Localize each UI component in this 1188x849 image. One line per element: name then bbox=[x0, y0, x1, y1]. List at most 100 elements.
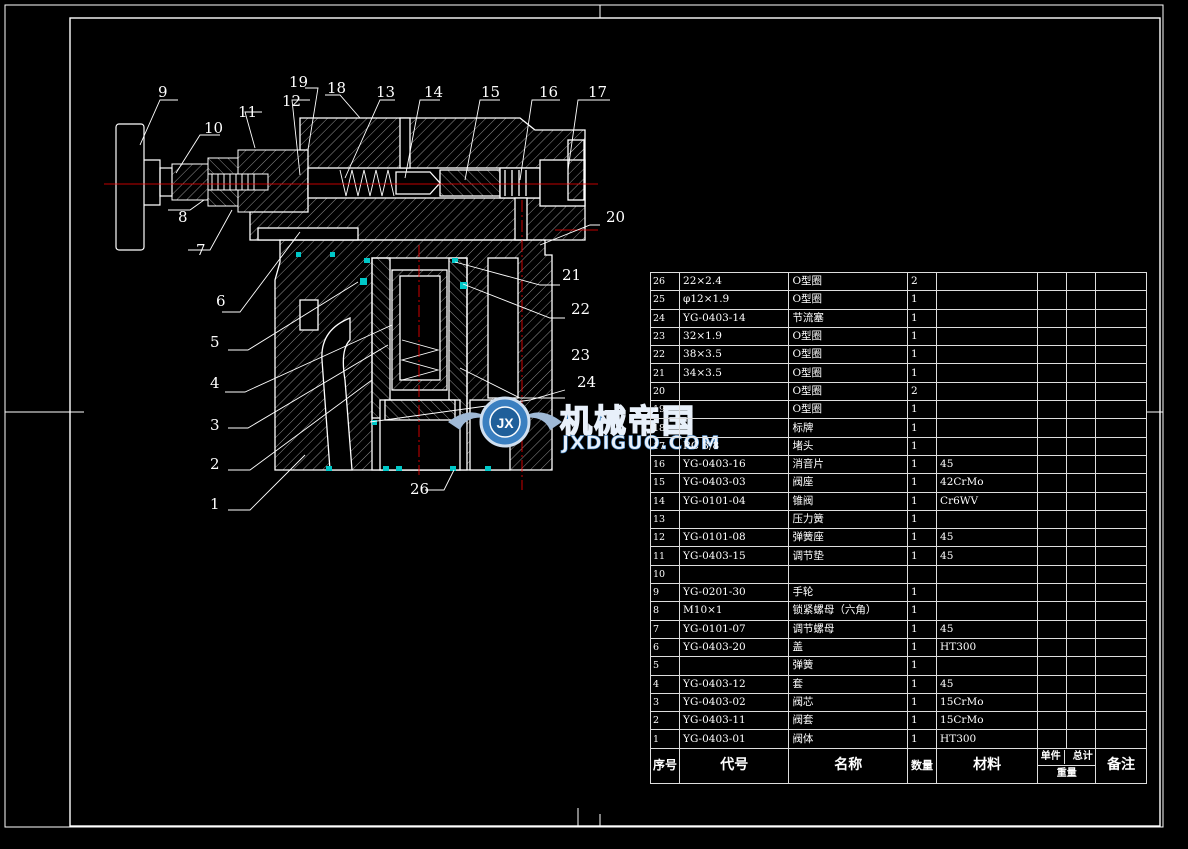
row-total-weight bbox=[1066, 363, 1097, 383]
row-remarks bbox=[1095, 326, 1147, 347]
row-total-weight bbox=[1066, 436, 1097, 456]
row-code: YG-0101-07 bbox=[679, 619, 790, 639]
row-material: 45 bbox=[936, 674, 1039, 694]
row-code: YG-0403-14 bbox=[679, 308, 790, 328]
row-remarks bbox=[1095, 601, 1147, 621]
row-total-weight bbox=[1066, 674, 1097, 694]
row-remarks bbox=[1095, 436, 1147, 456]
row-code bbox=[679, 381, 790, 402]
row-total-weight bbox=[1066, 564, 1097, 585]
row-code: YG-0201-30 bbox=[679, 583, 790, 603]
row-unit-weight bbox=[1037, 619, 1068, 639]
row-total-weight bbox=[1066, 637, 1097, 658]
row-material bbox=[936, 271, 1039, 292]
parts-list-header: 序号 代号 名称 数量 材料 单件 总计 重量 备注 bbox=[649, 747, 1147, 784]
row-name: O型圈 bbox=[788, 363, 909, 383]
row-material bbox=[936, 308, 1039, 328]
row-qty: 1 bbox=[907, 363, 938, 383]
callout-21: 21 bbox=[562, 266, 581, 284]
row-total-weight bbox=[1066, 308, 1097, 328]
callout-26: 26 bbox=[410, 480, 429, 498]
row-qty: 2 bbox=[907, 271, 938, 292]
row-name: 阀体 bbox=[788, 729, 909, 749]
row-material bbox=[936, 583, 1039, 603]
row-unit-weight bbox=[1037, 418, 1068, 438]
row-unit-weight bbox=[1037, 637, 1068, 658]
row-total-weight bbox=[1066, 546, 1097, 566]
row-material bbox=[936, 363, 1039, 383]
row-qty: 1 bbox=[907, 656, 938, 676]
row-no: 9 bbox=[649, 583, 681, 603]
row-qty: 1 bbox=[907, 400, 938, 420]
row-remarks bbox=[1095, 546, 1147, 566]
callout-23: 23 bbox=[571, 346, 590, 364]
row-remarks bbox=[1095, 491, 1147, 511]
header-weight: 单件 总计 重量 bbox=[1037, 747, 1097, 784]
row-no: 25 bbox=[649, 290, 681, 310]
row-name: 堵头 bbox=[788, 436, 909, 456]
row-code bbox=[679, 418, 790, 438]
row-total-weight bbox=[1066, 583, 1097, 603]
row-name: 弹簧座 bbox=[788, 528, 909, 548]
callout-13: 13 bbox=[376, 83, 395, 101]
row-qty: 1 bbox=[907, 326, 938, 347]
row-code: M10×1 bbox=[679, 601, 790, 621]
row-name: 节流塞 bbox=[788, 308, 909, 328]
row-name: 手轮 bbox=[788, 583, 909, 603]
row-name: 阀套 bbox=[788, 711, 909, 731]
row-total-weight bbox=[1066, 509, 1097, 530]
sheet-frame bbox=[4, 4, 1164, 828]
row-unit-weight bbox=[1037, 345, 1068, 365]
row-remarks bbox=[1095, 729, 1147, 749]
row-qty: 1 bbox=[907, 601, 938, 621]
callout-7: 7 bbox=[196, 241, 206, 259]
row-unit-weight bbox=[1037, 491, 1068, 511]
row-total-weight bbox=[1066, 271, 1097, 292]
row-qty: 1 bbox=[907, 711, 938, 731]
row-no: 7 bbox=[649, 619, 681, 639]
row-remarks bbox=[1095, 308, 1147, 328]
row-qty: 1 bbox=[907, 729, 938, 749]
row-total-weight bbox=[1066, 473, 1097, 493]
row-name: 消音片 bbox=[788, 454, 909, 475]
callout-2: 2 bbox=[210, 455, 220, 473]
row-no: 16 bbox=[649, 454, 681, 475]
row-unit-weight bbox=[1037, 711, 1068, 731]
row-code bbox=[679, 400, 790, 420]
row-qty: 1 bbox=[907, 454, 938, 475]
row-total-weight bbox=[1066, 491, 1097, 511]
handwheel bbox=[115, 123, 173, 251]
row-total-weight bbox=[1066, 711, 1097, 731]
row-material: 42CrMo bbox=[936, 473, 1039, 493]
row-remarks bbox=[1095, 509, 1147, 530]
row-total-weight bbox=[1066, 601, 1097, 621]
row-total-weight bbox=[1066, 454, 1097, 475]
row-material: 45 bbox=[936, 546, 1039, 566]
callout-24: 24 bbox=[577, 373, 596, 391]
row-remarks bbox=[1095, 674, 1147, 694]
row-total-weight bbox=[1066, 619, 1097, 639]
row-material bbox=[936, 656, 1039, 676]
row-name: O型圈 bbox=[788, 326, 909, 347]
callout-15: 15 bbox=[481, 83, 500, 101]
row-qty: 2 bbox=[907, 381, 938, 402]
row-no: 21 bbox=[649, 363, 681, 383]
row-code: 34×3.5 bbox=[679, 363, 790, 383]
row-unit-weight bbox=[1037, 564, 1068, 585]
row-unit-weight bbox=[1037, 326, 1068, 347]
row-remarks bbox=[1095, 564, 1147, 585]
header-weight-label: 重量 bbox=[1056, 768, 1077, 780]
row-unit-weight bbox=[1037, 454, 1068, 475]
